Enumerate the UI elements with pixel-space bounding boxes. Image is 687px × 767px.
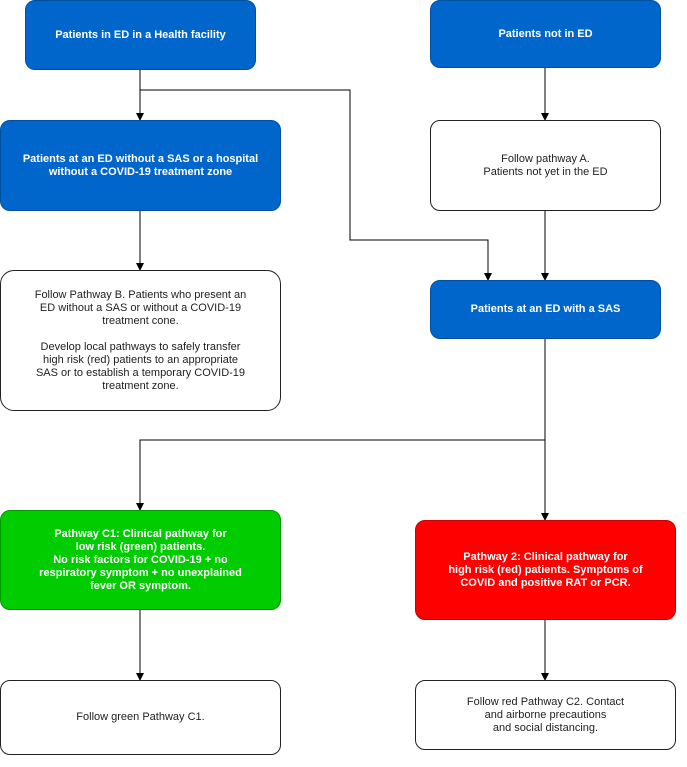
node-pathway-2: Pathway 2: Clinical pathway for high ris… [415, 520, 676, 620]
node-label: Follow green Pathway C1. [76, 711, 205, 723]
node-label: Patients not in ED [498, 27, 593, 40]
node-label: Pathway C1: Clinical pathway for low ris… [39, 527, 242, 592]
node-label: Patients in ED in a Health facility [55, 28, 226, 41]
node-pathway-b: Follow Pathway B. Patients who present a… [0, 270, 281, 411]
node-ed-with-sas: Patients at an ED with a SAS [430, 280, 661, 339]
node-follow-red-c2: Follow red Pathway C2. Contact and airbo… [415, 680, 676, 750]
node-not-in-ed: Patients not in ED [430, 0, 661, 68]
node-label: Follow red Pathway C2. Contact and airbo… [466, 695, 625, 734]
node-ed-without-sas: Patients at an ED without a SAS or a hos… [0, 120, 281, 211]
node-pathway-c1: Pathway C1: Clinical pathway for low ris… [0, 510, 281, 610]
node-label: Patients at an ED with a SAS [470, 303, 621, 315]
node-label: Follow pathway A. Patients not yet in th… [483, 152, 608, 178]
node-label: Follow Pathway B. Patients who present a… [34, 288, 247, 392]
edge-withsas-to-c1 [136, 439, 545, 511]
edge-ed-to-withsas [140, 89, 492, 281]
node-label: Pathway 2: Clinical pathway for high ris… [448, 550, 643, 589]
node-pathway-a: Follow pathway A. Patients not yet in th… [430, 120, 661, 211]
node-follow-green-c1: Follow green Pathway C1. [0, 680, 281, 755]
node-label: Patients at an ED without a SAS or a hos… [22, 152, 259, 178]
node-ed-health-facility: Patients in ED in a Health facility [25, 0, 256, 70]
